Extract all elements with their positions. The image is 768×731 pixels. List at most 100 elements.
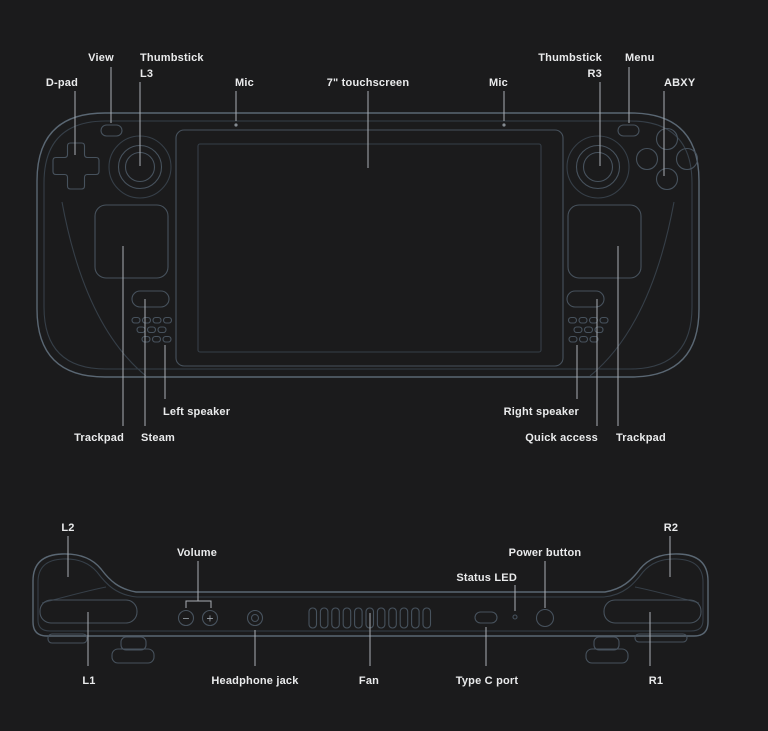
fan-slot	[308, 607, 318, 629]
left-grip-crease	[61, 201, 147, 377]
speaker-hole	[151, 335, 162, 343]
right-thumbstick-well	[566, 135, 630, 199]
right-thumbstick-profile	[585, 636, 629, 664]
volume-plus-icon: +	[206, 614, 214, 625]
edge-callout-lines	[67, 536, 671, 666]
left-stick-base	[111, 648, 155, 664]
l2-crease	[41, 586, 107, 604]
speaker-hole	[578, 316, 588, 324]
thumbstick-l3-label: Thumbstick	[140, 52, 204, 64]
volume-up-button	[201, 609, 219, 627]
touchscreen-label: 7" touchscreen	[327, 77, 410, 89]
right-thumbstick-top	[582, 151, 614, 183]
speaker-hole	[136, 326, 146, 334]
power-button-label: Power button	[509, 547, 582, 559]
right-speaker-grille	[567, 316, 609, 343]
speaker-hole	[567, 316, 578, 324]
view-button	[100, 124, 123, 137]
volume-minus-icon: −	[182, 613, 190, 624]
front-callout-labels: D-pad View Thumbstick L3 Mic 7" touchscr…	[46, 52, 696, 444]
speaker-hole	[599, 316, 609, 324]
left-trackpad	[94, 204, 169, 279]
trackpad-left-label: Trackpad	[74, 432, 124, 444]
speaker-hole	[568, 335, 578, 343]
steam-label: Steam	[141, 432, 175, 444]
headphone-jack	[246, 609, 264, 627]
dpad	[52, 142, 100, 190]
top-edge-view-diagram: − +	[32, 522, 709, 687]
l1-label: L1	[82, 675, 95, 687]
fan-slot	[342, 607, 352, 629]
right-trackpad	[567, 204, 642, 279]
type-c-port-label: Type C port	[456, 675, 519, 687]
left-grip-foot	[47, 633, 88, 644]
speaker-hole	[578, 335, 589, 343]
volume-down-button	[177, 609, 195, 627]
fan-slot	[411, 607, 420, 629]
dpad-label: D-pad	[46, 77, 78, 89]
fan-slot	[388, 607, 397, 629]
speaker-hole	[157, 326, 167, 334]
trackpad-right-label: Trackpad	[616, 432, 666, 444]
menu-label: Menu	[625, 52, 655, 64]
headphone-jack-outer	[246, 609, 264, 627]
r1-label: R1	[649, 675, 663, 687]
thumbstick-r3-sublabel: R3	[588, 68, 602, 80]
thumbstick-r3-label: Thumbstick	[538, 52, 602, 64]
l2-label: L2	[61, 522, 74, 534]
left-speaker-grille	[131, 316, 173, 343]
fan-label: Fan	[359, 675, 379, 687]
right-speaker-label: Right speaker	[504, 406, 580, 418]
speaker-hole	[141, 335, 151, 343]
speaker-hole	[583, 326, 594, 334]
right-stick-base	[585, 648, 629, 664]
status-led-label: Status LED	[456, 572, 517, 584]
quick-access-button	[566, 290, 605, 308]
fan-slot	[422, 607, 432, 629]
speaker-hole	[573, 326, 583, 334]
status-led	[512, 614, 518, 620]
fan-slot	[354, 607, 363, 629]
touchscreen-display	[197, 143, 542, 353]
left-stick-pole	[120, 636, 147, 651]
right-stick-pole	[593, 636, 620, 651]
menu-button	[617, 124, 640, 137]
speaker-hole	[594, 326, 604, 334]
edge-callout-labels: L2 Volume Status LED Power button R2 L1 …	[61, 522, 678, 687]
quick-access-label: Quick access	[525, 432, 598, 444]
screen-bezel	[175, 129, 564, 367]
left-thumbstick-profile	[111, 636, 155, 664]
fan-slot	[331, 607, 340, 629]
speaker-hole	[152, 316, 162, 324]
front-view-diagram: D-pad View Thumbstick L3 Mic 7" touchscr…	[36, 52, 700, 444]
thumbstick-l3-sublabel: L3	[140, 68, 153, 80]
left-mic-hole	[234, 123, 238, 127]
volume-callout-bracket	[185, 600, 212, 608]
a-button	[655, 167, 679, 191]
r2-label: R2	[664, 522, 678, 534]
power-button	[535, 608, 555, 628]
edge-body-inner-line	[37, 558, 704, 632]
device-body-inner-line	[43, 120, 693, 370]
right-grip-crease	[589, 201, 675, 377]
y-button	[655, 127, 679, 151]
abxy-buttons	[635, 127, 699, 191]
volume-label: Volume	[177, 547, 217, 559]
type-c-port	[474, 611, 498, 624]
fan-slot	[376, 607, 386, 629]
speaker-hole	[589, 335, 599, 343]
right-grip-foot	[634, 633, 688, 643]
right-thumbstick-cap	[575, 144, 621, 190]
abxy-label: ABXY	[664, 77, 696, 89]
speaker-hole	[162, 335, 172, 343]
r1-bumper	[603, 599, 702, 624]
speaker-hole	[146, 326, 157, 334]
r2-crease	[634, 586, 700, 604]
right-mic-hole	[502, 123, 506, 127]
front-callout-lines	[74, 67, 665, 426]
right-thumbstick	[566, 135, 630, 199]
fan-slot	[399, 607, 409, 629]
fan-vent	[308, 607, 432, 629]
